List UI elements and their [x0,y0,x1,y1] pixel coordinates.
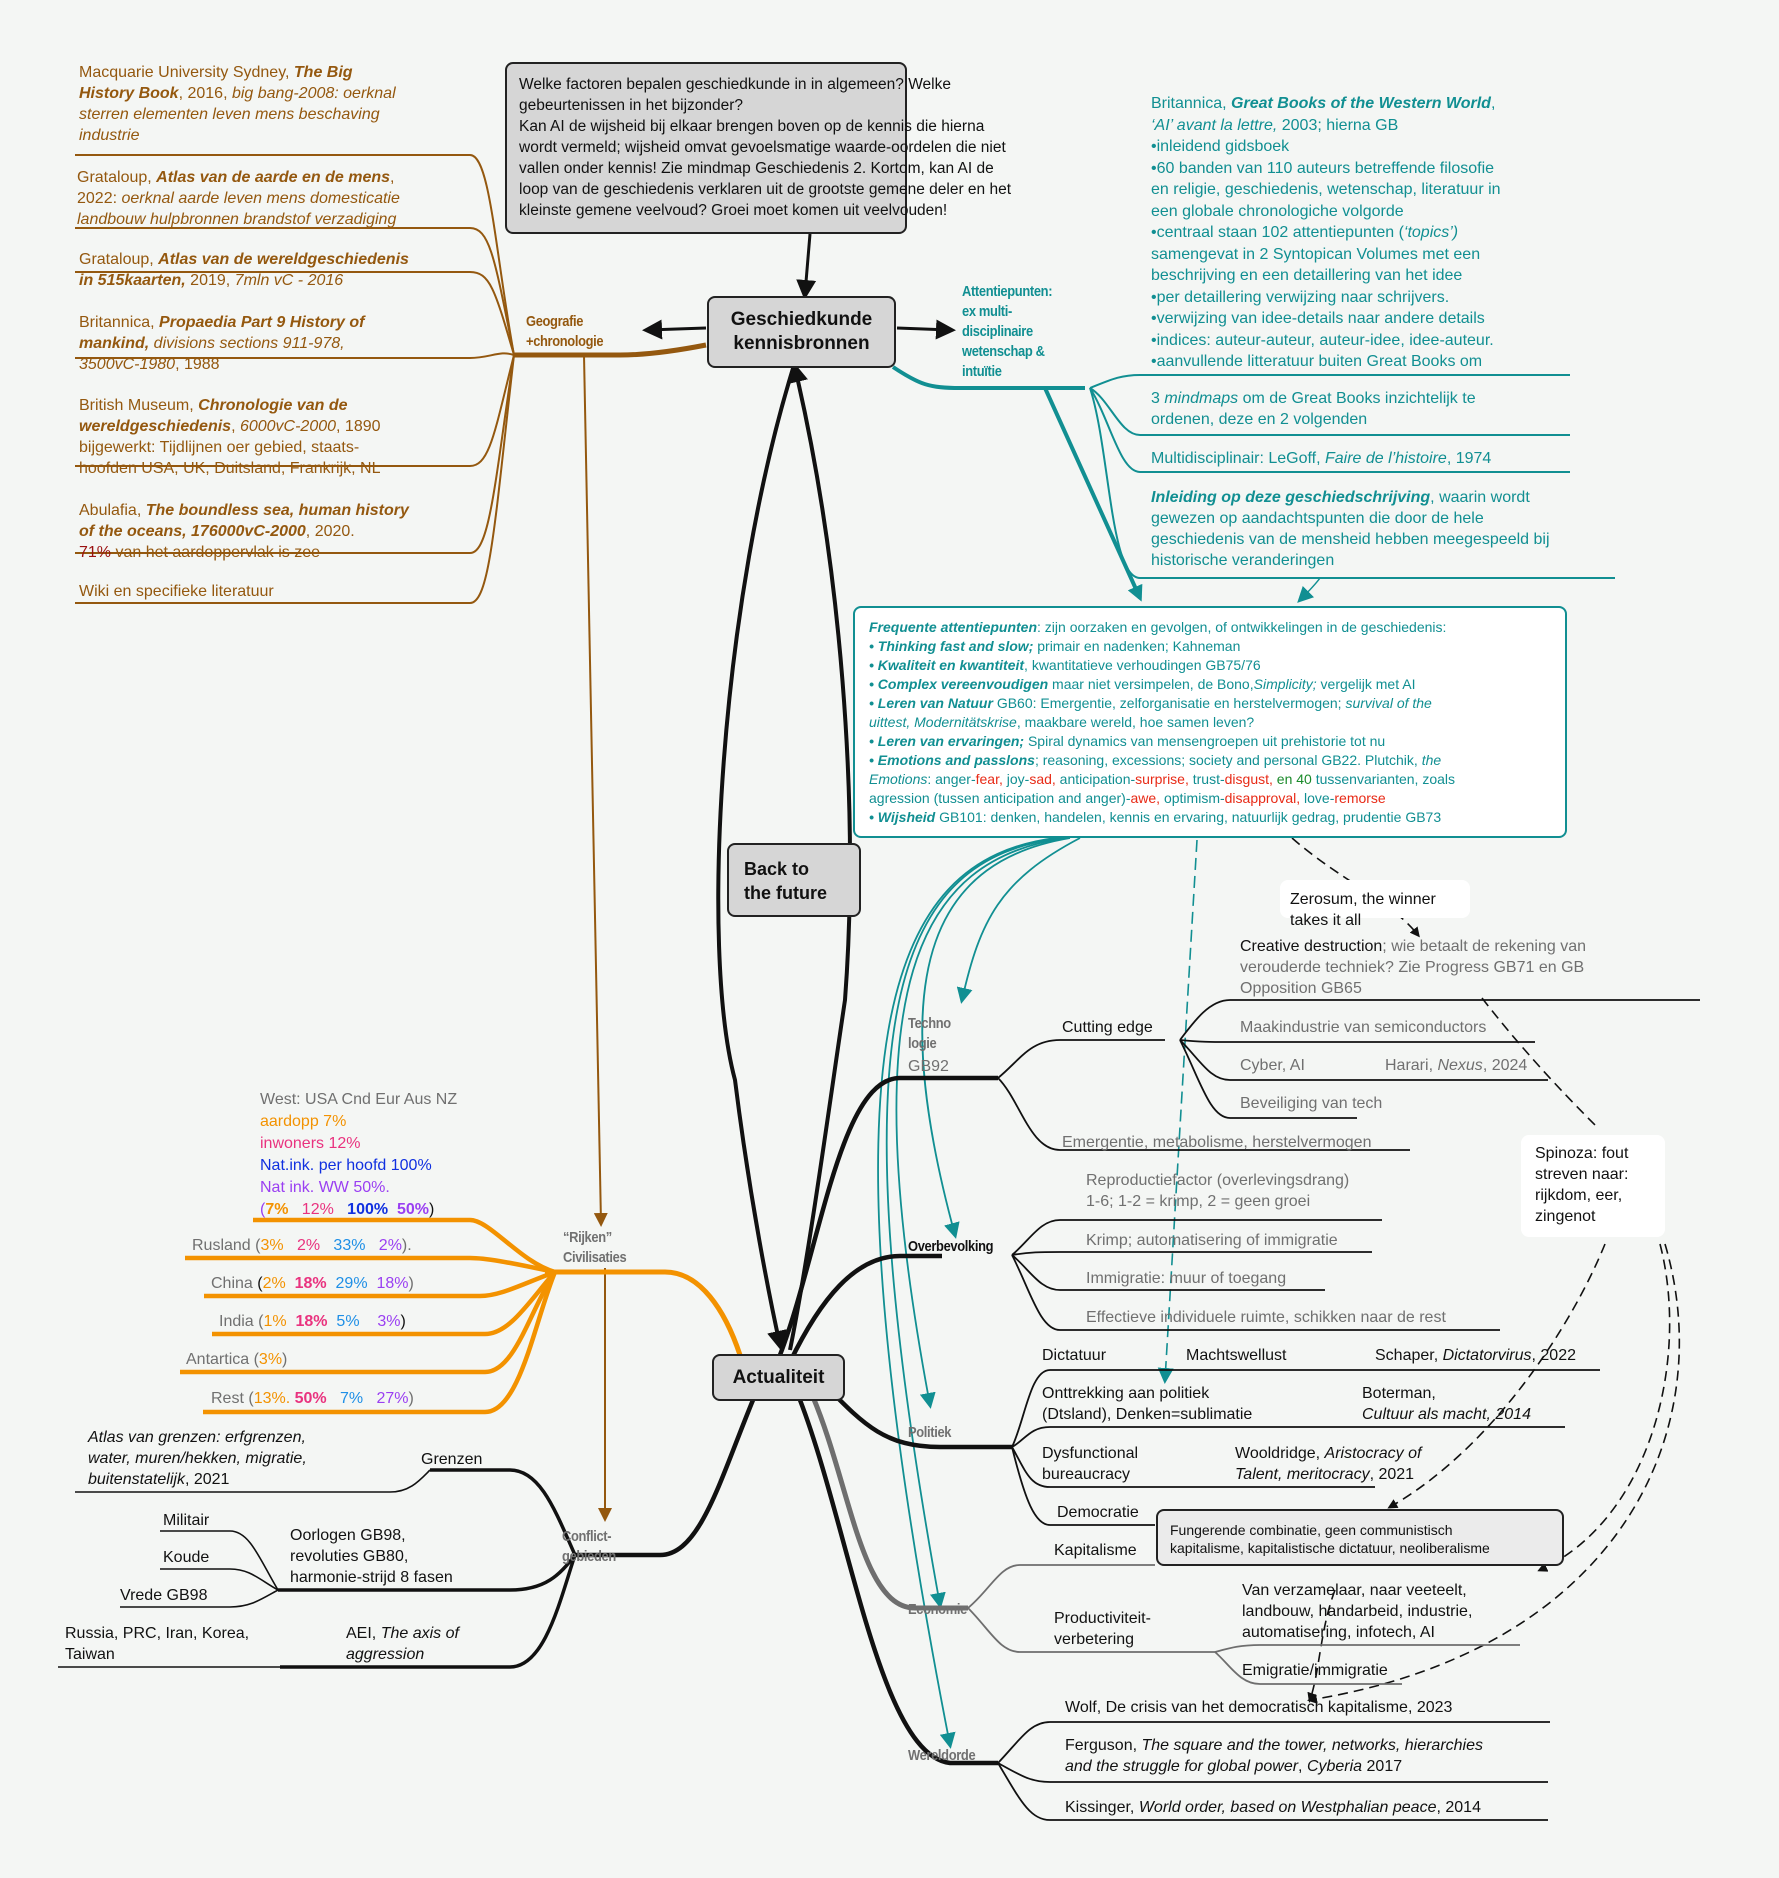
question-line: wordt vermeld; wijsheid omvat gevoelsmat… [519,139,1006,156]
harari-ref: Harari, Nexus, 2024 [1385,1057,1528,1074]
overbevolking-label[interactable]: Overbevolking [908,1238,994,1255]
onttrekking: Onttrekking aan politiek (Dtsland), Denk… [1042,1385,1253,1423]
zerosum-callout: Zerosum, the winner takes it all [1280,880,1470,929]
inleiding-note: Inleiding op deze geschiedschrijving, wa… [1151,489,1550,569]
economie-label[interactable]: Economie [908,1601,967,1618]
emigratie: Emigratie/immigratie [1242,1662,1388,1679]
aei-ref: AEI, The axis of aggression [346,1625,459,1663]
productiviteit: Productiviteit- verbetering [1054,1610,1151,1648]
source-british-museum: British Museum, Chronologie van de werel… [79,397,381,477]
oorlogen: Oorlogen GB98, revoluties GB80, harmonie… [290,1527,453,1586]
tech-item: Emergentie, metabolisme, herstelvermogen [1062,1134,1372,1151]
dysfunctional: Dysfunctional bureaucracy [1042,1445,1139,1483]
wereldorde-label[interactable]: Wereldorde [908,1747,976,1764]
question-line: loop van de geschiedenis verklaren uit d… [519,181,1012,198]
legoff-note: Multidisciplinair: LeGoff, Faire de l’hi… [1151,450,1492,467]
rijken-row-antartica: Antartica (3%) [186,1351,288,1368]
geografie-label[interactable]: Geografie +chronologie [526,312,604,352]
koude: Koude [163,1549,210,1566]
question-line: gebeurtenissen in het bijzonder? [519,97,744,114]
creative-destruction: Creative destruction; wie betaalt de rek… [1240,938,1586,997]
overbevolking-item: Reproductiefactor (overlevingsdrang) 1-6… [1086,1172,1350,1210]
kissinger-ref: Kissinger, World order, based on Westpha… [1065,1799,1481,1816]
actualiteit-label: Actualiteit [732,1367,825,1388]
democratie: Democratie [1057,1504,1139,1521]
geografie-line: +chronologie [526,333,604,350]
question-line: Kan AI de wijsheid bij elkaar brengen bo… [519,118,985,135]
verzamelaar: Van verzamelaar, naar veeteelt, landbouw… [1242,1582,1473,1641]
back-line: Back to [744,859,810,879]
source-abulafia: Abulafia, The boundless sea, human histo… [79,502,409,561]
source-atlas-wereld: Grataloup, Atlas van de wereldgeschieden… [79,251,409,289]
rijken-row-india: India (1% 18% 5% 3%) [219,1313,406,1330]
loop-left [716,361,797,1351]
rijken-row-rusland: Rusland (3% 2% 33% 2%). [192,1237,412,1254]
back-to-future-node[interactable]: Back to the future [727,843,861,917]
main-topic-node[interactable]: Geschiedkunde kennisbronnen [707,296,896,368]
technologie-gb: GB92 [908,1058,949,1075]
technologie-label[interactable]: Techno logie [908,1015,951,1052]
source-atlas-aarde: Grataloup, Atlas van de aarde en de mens… [77,169,400,228]
main-to-attentiepunten-arrow [896,319,956,340]
atlas-grenzen: Atlas van grenzen: erfgrenzen, water, mu… [88,1429,307,1488]
wooldridge-ref: Wooldridge, Aristocracy of Talent, merit… [1235,1445,1422,1483]
overbevolking-item: Effectieve individuele ruimte, schikken … [1086,1309,1446,1326]
schaper-ref: Schaper, Dictatorvirus, 2022 [1375,1347,1576,1364]
question-to-main-arrow [796,233,817,300]
question-line: Welke factoren bepalen geschiedkunde in … [519,76,951,93]
mindmaps-note: 3 mindmaps om de Great Books inzichtelij… [1151,390,1476,428]
wolf-ref: Wolf, De crisis van het democratisch kap… [1065,1699,1453,1716]
back-line: the future [744,883,827,903]
frequente-attentiepunten-box: Frequente attentiepunten: zijn oorzaken … [853,606,1567,838]
machtswellust: Machtswellust [1186,1347,1287,1364]
question-line: kleinste gemene veelvoud? Groei moet kom… [519,202,948,219]
cutting-edge[interactable]: Cutting edge [1062,1019,1153,1036]
main-to-geografie-arrow [642,319,707,340]
source-big-history: Macquarie University Sydney, The Big His… [79,64,396,144]
conflict-label[interactable]: Conflict- gebieden [562,1528,616,1565]
rijken-row-china: China (2% 18% 29% 18%) [211,1275,414,1292]
kapitalisme: Kapitalisme [1054,1542,1137,1559]
tech-item: Beveiliging van tech [1240,1095,1383,1112]
question-box: Welke factoren bepalen geschiedkunde in … [505,62,1012,234]
actualiteit-node[interactable]: Actualiteit [712,1354,845,1401]
overbevolking-item: Krimp; automatisering of immigratie [1086,1232,1338,1249]
source-propaedia: Britannica, Propaedia Part 9 History of … [79,314,365,373]
loop-right [788,362,852,1351]
ferguson-ref: Ferguson, The square and the tower, netw… [1065,1737,1483,1775]
axis-countries: Russia, PRC, Iran, Korea, Taiwan [65,1625,250,1663]
question-line: vallen onder kennis! Zie mindmap Geschie… [519,160,994,177]
boterman-ref: Boterman, Cultuur als macht, 2014 [1362,1385,1531,1423]
rijken-label[interactable]: “Rijken” Civilisaties [563,1229,627,1266]
attentiepunten-label[interactable]: Attentiepunten: ex multi- disciplinaire … [962,283,1053,380]
spinoza-callout: Spinoza: fout streven naar: rijkdom, eer… [1521,1135,1665,1237]
tech-item: Maakindustrie van semiconductors [1240,1019,1487,1036]
main-topic-line: kennisbronnen [733,333,870,354]
tech-item: Cyber, AI [1240,1057,1305,1074]
fungerende-combinatie-box: Fungerende combinatie, geen communistisc… [1156,1509,1564,1566]
grenzen: Grenzen [421,1451,483,1468]
west-legend: West: USA Cnd Eur Aus NZ aardopp 7% inwo… [260,1091,458,1218]
source-wiki: Wiki en specifieke literatuur [79,583,274,600]
geografie-line: Geografie [526,313,584,330]
vrede: Vrede GB98 [120,1587,208,1604]
overbevolking-item: Immigratie: muur of toegang [1086,1270,1287,1287]
rijken-row-rest: Rest (13%. 50% 7% 27%) [211,1390,414,1407]
great-books-note: Britannica, Great Books of the Western W… [1151,95,1501,370]
main-topic-line: Geschiedkunde [730,309,873,330]
politiek-label[interactable]: Politiek [908,1424,952,1441]
dictatuur: Dictatuur [1042,1347,1107,1364]
militair: Militair [163,1512,210,1529]
